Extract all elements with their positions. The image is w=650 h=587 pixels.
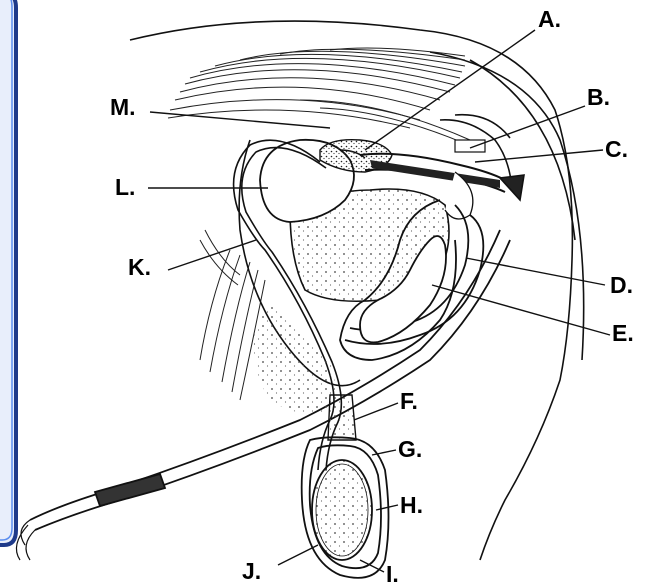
label-h: H. bbox=[400, 494, 423, 517]
label-g: G. bbox=[398, 438, 422, 461]
label-e: E. bbox=[612, 322, 634, 345]
label-a: A. bbox=[538, 8, 561, 31]
label-f: F. bbox=[400, 390, 418, 413]
perineal-tissue bbox=[254, 300, 335, 413]
label-i: I. bbox=[386, 563, 399, 586]
urethra-proximal bbox=[440, 115, 524, 219]
label-j: J. bbox=[240, 560, 263, 583]
label-b: B. bbox=[587, 86, 610, 109]
label-l: L. bbox=[115, 176, 135, 199]
label-k: K. bbox=[128, 256, 151, 279]
testis bbox=[312, 460, 372, 560]
label-c: C. bbox=[605, 138, 628, 161]
label-m: M. bbox=[110, 96, 136, 119]
left-frame bbox=[0, 0, 16, 545]
muscle-fibers bbox=[168, 48, 480, 150]
label-d: D. bbox=[610, 274, 633, 297]
spermatic-cord bbox=[328, 395, 356, 440]
